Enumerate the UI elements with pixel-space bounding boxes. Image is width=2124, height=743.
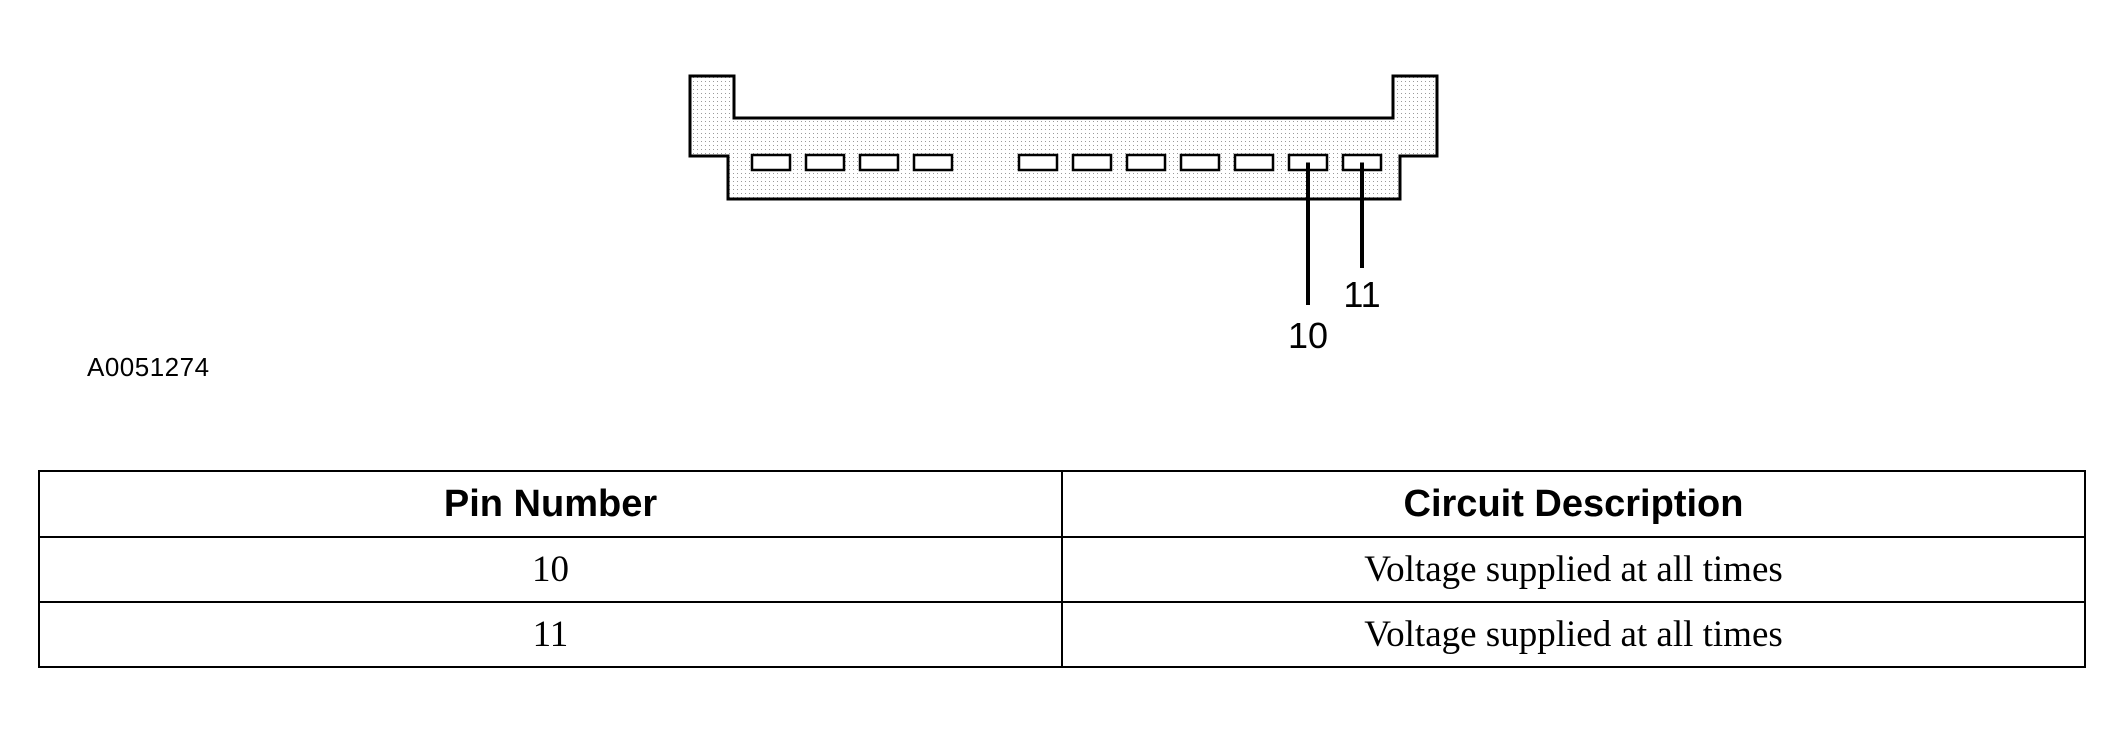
cell-circuit-description: Voltage supplied at all times [1061,601,2086,668]
cavity [1233,153,1275,172]
table-row: 11 Voltage supplied at all times [38,601,2086,668]
header-circuit-description: Circuit Description [1061,470,2086,538]
cavity [912,153,954,172]
connector-diagram: 10 11 [688,74,1439,356]
header-pin-number: Pin Number [38,470,1063,538]
cell-pin-number: 10 [38,536,1063,603]
cell-pin-number: 11 [38,601,1063,668]
pin-callout-label: 11 [1343,274,1380,315]
pin-callouts: 10 11 [1288,162,1381,356]
cavity [1179,153,1221,172]
cavity [804,153,846,172]
pin-callout-label: 10 [1288,315,1328,356]
pin-table: Pin Number Circuit Description 10 Voltag… [38,470,2086,668]
connector-cavities [750,153,1383,172]
connector-housing [688,74,1439,201]
figure-id: A0051274 [87,352,210,382]
cavity [750,153,792,172]
cavity [858,153,900,172]
cavity [1017,153,1059,172]
cavity [1125,153,1167,172]
table-header-row: Pin Number Circuit Description [38,470,2086,538]
cell-circuit-description: Voltage supplied at all times [1061,536,2086,603]
table-row: 10 Voltage supplied at all times [38,536,2086,603]
cavity [1071,153,1113,172]
